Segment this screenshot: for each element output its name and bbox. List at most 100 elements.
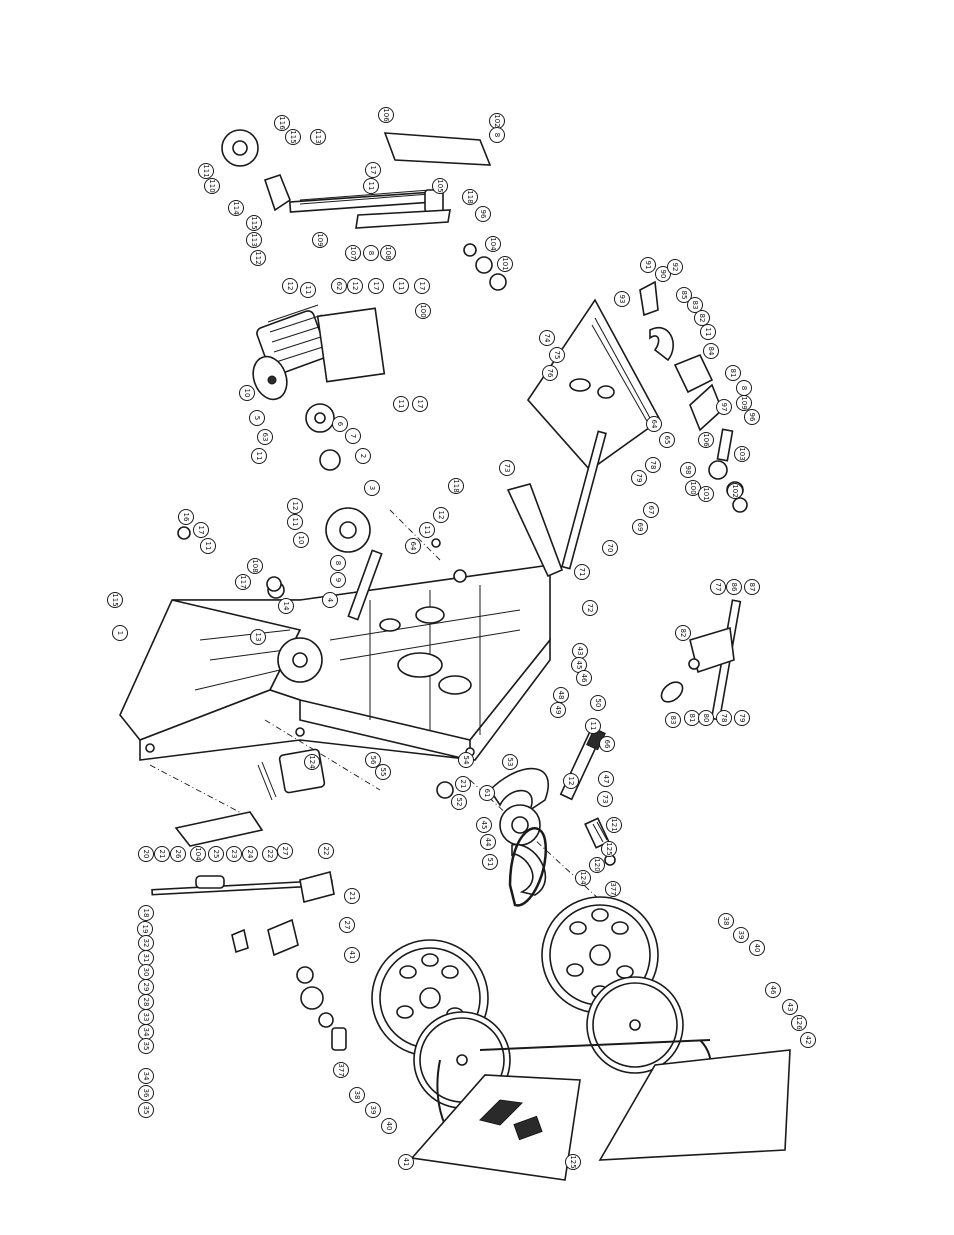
callout-label: 48 [557,691,565,700]
callout-circle [482,854,498,870]
callout-c23: 32 [138,935,154,951]
callout-circle [228,200,244,216]
callout-c162: 118 [462,189,478,205]
callout-label: 106 [702,433,710,447]
callout-circle [107,592,123,608]
callout-circle [659,432,675,448]
callout-c106: 11 [585,718,601,734]
callout-label: 12 [351,282,359,291]
callout-c110: 120 [589,857,605,873]
callout-c38: 55 [375,764,391,780]
callout-c15: 23 [226,846,242,862]
callout-label: 108 [384,246,392,259]
callout-c88: 81 [725,365,741,381]
callout-circle [365,1102,381,1118]
callout-label: 101 [501,257,509,270]
callout-label: 52 [455,798,463,807]
callout-circle [154,846,170,862]
callout-label: 45 [480,821,488,830]
callout-label: 100 [689,481,697,494]
callout-circle [448,478,464,494]
callout-circle [698,486,714,502]
callout-circle [589,857,605,873]
callout-circle [405,538,421,554]
callout-label: 39 [369,1106,377,1115]
callout-circle [375,764,391,780]
callout-label: 64 [650,420,658,429]
callout-circle [198,163,214,179]
callout-circle [655,266,671,282]
callout-circle [249,410,265,426]
callout-label: 17 [197,526,205,535]
callout-c25: 30 [138,964,154,980]
callout-c125: 40 [749,940,765,956]
callout-c84: 83 [687,297,703,313]
callout-label: 17 [369,166,377,175]
callout-circle [698,710,714,726]
callout-label: 7 [349,434,357,438]
callout-circle [736,380,752,396]
callout-circle [226,846,242,862]
callout-c12: 26 [170,846,186,862]
callout-label: 17 [372,282,380,291]
callout-c69: 72 [582,600,598,616]
callout-circle [734,446,750,462]
callout-label: 17 [416,400,424,409]
callout-label: 39 [737,931,745,940]
blade-guard-assembly [660,599,742,721]
callout-circle [576,670,592,686]
callout-circle [344,947,360,963]
callout-label: 124 [308,755,316,769]
callout-label: 38 [722,917,730,926]
callout-circle [733,927,749,943]
callout-label: 111 [202,164,210,177]
blade-wheel-cover [436,727,606,896]
callout-label: 12 [567,777,575,786]
callout-circle [455,776,471,792]
callout-circle [339,917,355,933]
callout-c151: 116 [274,115,290,131]
callout-c60: 9 [330,572,346,588]
callout-circle [345,245,361,261]
callout-circle [190,846,206,862]
callout-label: 43 [576,647,584,656]
callout-circle [497,256,513,272]
callout-label: 86 [730,583,738,592]
callout-circle [310,129,326,145]
callout-circle [800,1032,816,1048]
callout-label: 10 [297,536,305,545]
callout-c118: 54 [458,752,474,768]
callout-label: 43 [786,1003,794,1012]
callout-c152: 115 [285,129,301,145]
callout-label: 98 [684,466,692,475]
callout-label: 105 [436,179,444,192]
callout-c33: 35 [138,1102,154,1118]
callout-label: 82 [679,629,687,638]
callout-label: 113 [250,233,258,246]
callout-label: 8 [367,251,375,255]
callout-label: 20 [142,850,150,859]
linkage-parts [151,811,347,1051]
callout-circle [542,365,558,381]
callout-label: 79 [738,714,746,723]
callout-c17: 22 [262,846,278,862]
callout-circle [355,448,371,464]
callout-c105: 73 [597,791,613,807]
callout-circle [614,291,630,307]
callout-label: 41 [348,951,356,960]
callout-label: 27 [281,847,289,856]
callout-label: 67 [647,506,655,515]
callout-label: 87 [748,583,756,592]
callout-circle [553,687,569,703]
callout-circle [665,712,681,728]
callout-circle [565,1154,581,1170]
callout-circle [718,913,734,929]
callout-c10: 20 [138,846,154,862]
center-pulleys [267,403,383,683]
callout-circle [363,245,379,261]
callout-c120: 49 [550,702,566,718]
callout-label: 21 [348,892,356,901]
callout-c39: 10 [239,385,255,401]
callout-c140: 83 [665,712,681,728]
